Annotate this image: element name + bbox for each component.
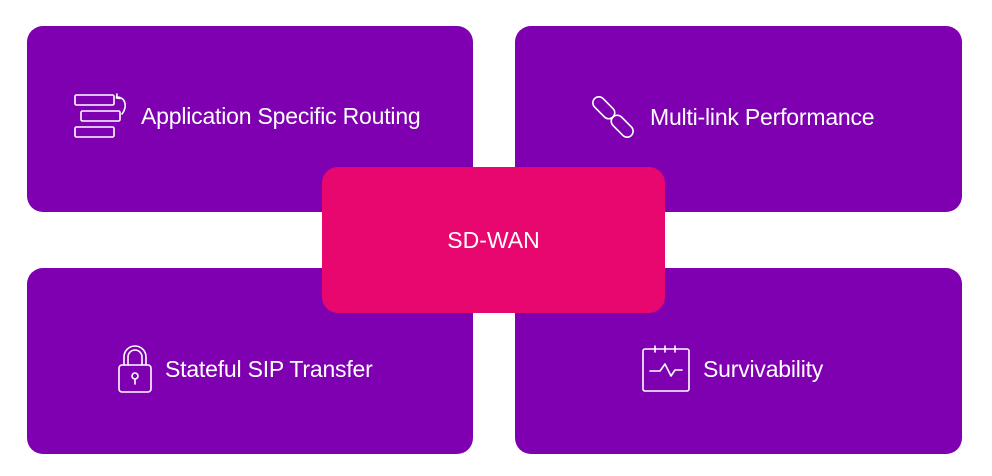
routing-stack-icon bbox=[73, 92, 129, 140]
center-label: SD-WAN bbox=[447, 226, 540, 253]
feature-label: Survivability bbox=[703, 355, 824, 382]
feature-multi-link: Multi-link Performance bbox=[588, 92, 875, 142]
feature-label: Stateful SIP Transfer bbox=[165, 355, 373, 382]
feature-label: Multi-link Performance bbox=[650, 103, 875, 130]
feature-stateful-sip: Stateful SIP Transfer bbox=[117, 344, 373, 394]
padlock-icon bbox=[117, 344, 153, 394]
feature-application-routing: Application Specific Routing bbox=[73, 92, 421, 140]
feature-survivability: Survivability bbox=[641, 345, 823, 393]
center-hub-sd-wan: SD-WAN bbox=[322, 167, 665, 313]
feature-label: Application Specific Routing bbox=[141, 102, 421, 129]
calendar-pulse-icon bbox=[641, 345, 691, 393]
chain-link-icon bbox=[588, 92, 638, 142]
